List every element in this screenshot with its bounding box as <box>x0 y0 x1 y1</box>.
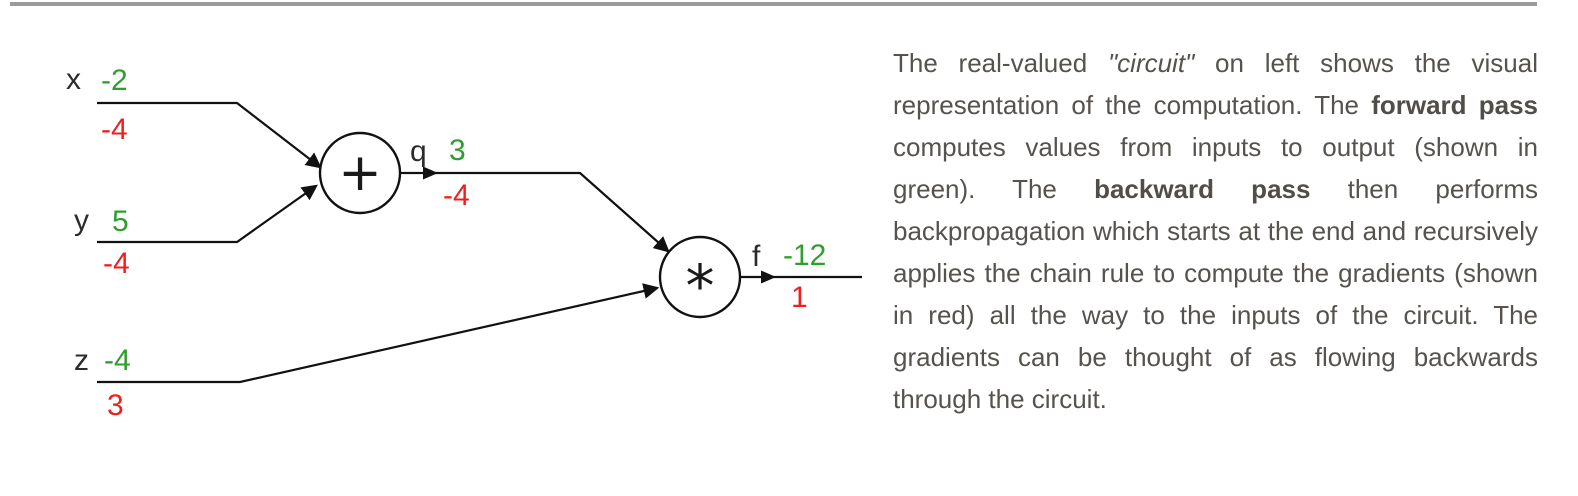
paragraph-segment: then performs backpropagation which star… <box>893 174 1538 414</box>
paragraph-segment: on left shows the visual representation … <box>893 48 1538 120</box>
input-x-forward-value: -2 <box>101 64 128 97</box>
plus-gate-symbol: + <box>338 143 382 203</box>
input-y-label: y <box>74 204 89 237</box>
input-y-gradient-value: -4 <box>103 247 130 280</box>
input-z-label: z <box>74 344 89 377</box>
paragraph-segment-bold-forward-pass: forward pass <box>1371 90 1538 120</box>
input-x-gradient-value: -4 <box>101 113 128 146</box>
output-f-label: f <box>752 240 761 273</box>
paragraph-segment-italic-circuit: "circuit" <box>1107 48 1195 78</box>
multiply-gate-symbol: * <box>686 252 715 320</box>
paragraph-segment: computes values from inputs to output (s… <box>893 132 1538 204</box>
output-q-forward-value: 3 <box>449 134 466 167</box>
output-q-gradient-value: -4 <box>443 179 470 212</box>
q-wire-arrowhead-icon <box>423 166 438 180</box>
multiply-gate-node <box>658 235 742 319</box>
circuit-diagram: + * x -2 -4 y 5 -4 z -4 3 q 3 -4 f -12 1 <box>66 63 862 422</box>
wire-input-x <box>97 101 322 169</box>
wire-input-y <box>97 184 318 244</box>
paragraph-segment: The real-valued <box>893 48 1108 78</box>
explanation-paragraph: The real-valued "circuit" on left shows … <box>893 42 1538 420</box>
input-y-forward-value: 5 <box>112 205 129 238</box>
output-q-label: q <box>410 135 427 168</box>
input-z-gradient-value: 3 <box>107 389 124 422</box>
output-f-gradient-value: 1 <box>791 281 808 314</box>
wire-input-z <box>97 283 660 384</box>
f-wire-arrowhead-icon <box>761 270 776 284</box>
top-horizontal-rule <box>10 2 1537 6</box>
input-x-label: x <box>66 63 81 96</box>
output-f-forward-value: -12 <box>783 239 826 272</box>
plus-gate-node <box>318 131 402 215</box>
paragraph-segment-bold-backward-pass: backward pass <box>1094 174 1311 204</box>
wire-q <box>400 171 670 253</box>
input-z-forward-value: -4 <box>104 344 131 377</box>
